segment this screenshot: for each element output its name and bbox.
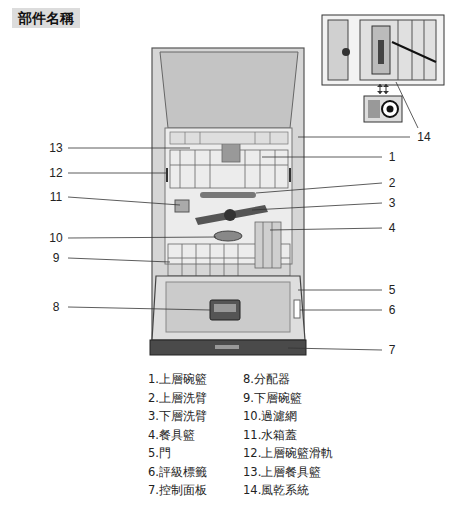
part-name: 1.上層碗籃 xyxy=(148,373,207,387)
tank-cap xyxy=(175,200,189,212)
callout-number: 3 xyxy=(389,196,396,210)
part-name: 5.門 xyxy=(148,447,171,461)
upper-rack xyxy=(170,140,288,188)
part-name: 7.控制面板 xyxy=(148,484,207,498)
part-name: 8.分配器 xyxy=(243,373,290,387)
callout-number: 4 xyxy=(389,221,396,235)
part-name: 2.上層洗臂 xyxy=(148,392,207,406)
arm-hub xyxy=(224,209,236,221)
page-title: 部件名稱 xyxy=(12,8,80,28)
panel-display xyxy=(215,345,239,349)
rating-label xyxy=(294,300,300,318)
body xyxy=(152,48,304,340)
callout-number: 6 xyxy=(389,303,396,317)
dispenser xyxy=(210,300,240,320)
top-panel xyxy=(160,52,298,128)
part-name: 14.風乾系統 xyxy=(243,484,309,498)
callout-number: 10 xyxy=(49,231,62,245)
callout-number: 1 xyxy=(389,150,396,164)
part-name: 12.上層碗籃滑軌 xyxy=(243,447,333,461)
part-name: 13.上層餐具籃 xyxy=(243,466,321,480)
callout-number: 7 xyxy=(389,343,396,357)
upper-wash-arm xyxy=(200,192,256,198)
callout-number: 8 xyxy=(53,300,60,314)
leader-lines xyxy=(68,82,418,350)
callout-number: 13 xyxy=(49,141,62,155)
part-name: 11.水箱蓋 xyxy=(243,429,297,443)
part-name: 9.下層碗籃 xyxy=(243,392,302,406)
filter xyxy=(214,231,242,241)
callout-number: 5 xyxy=(389,283,396,297)
callout-number: 11 xyxy=(50,190,62,204)
callout-number: 9 xyxy=(53,251,60,265)
callout-number: 2 xyxy=(389,176,396,190)
cutlery-tray xyxy=(170,132,288,144)
callout-number: 12 xyxy=(49,166,62,180)
rack-rail xyxy=(166,168,168,182)
door xyxy=(152,276,305,340)
drying-inset xyxy=(322,15,444,122)
rack-rail xyxy=(289,168,291,182)
part-name: 6.評級標籤 xyxy=(148,466,207,480)
door-liner xyxy=(166,282,290,332)
dispenser-lid xyxy=(214,304,236,312)
control-panel xyxy=(150,340,306,355)
part-name: 3.下層洗臂 xyxy=(148,410,207,424)
callout-number: 14 xyxy=(417,130,430,144)
part-name: 4.餐具籃 xyxy=(148,429,195,443)
part-name: 10.過濾網 xyxy=(243,410,297,424)
